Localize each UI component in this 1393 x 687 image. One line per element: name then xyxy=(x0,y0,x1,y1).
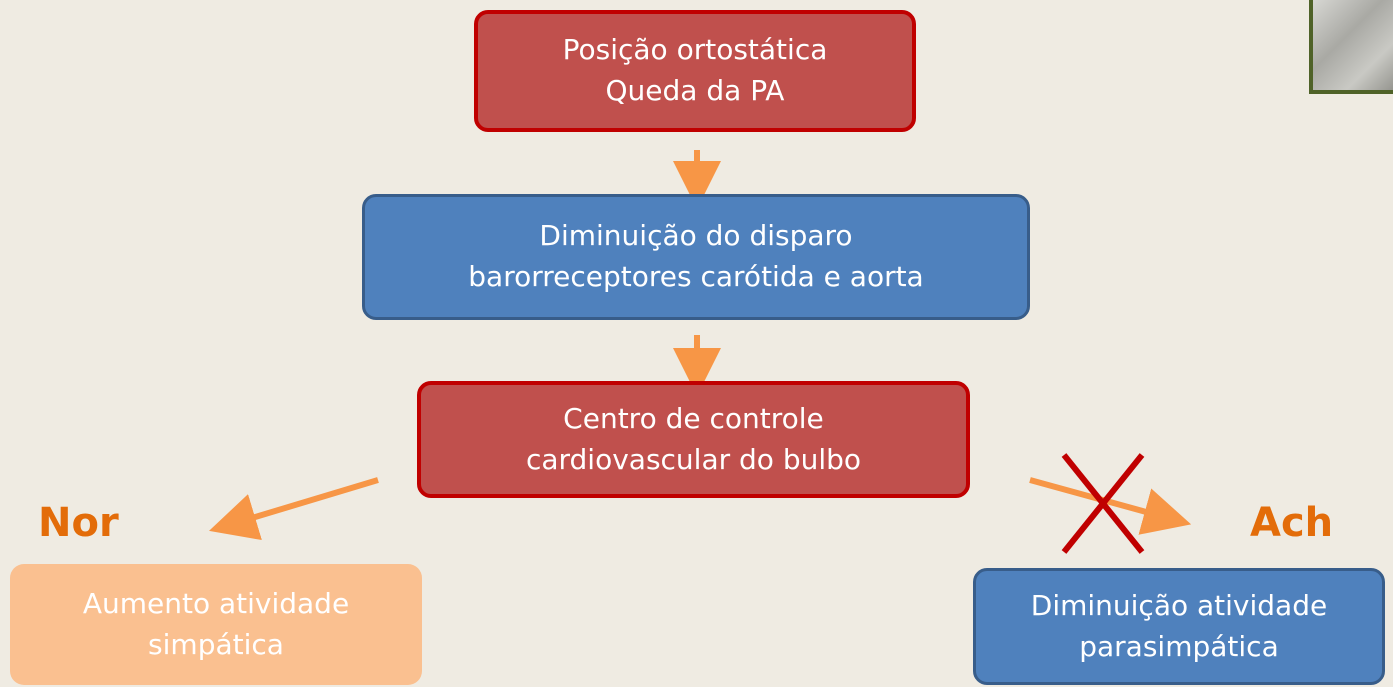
node-line: barorreceptores carótida e aorta xyxy=(468,260,924,293)
arrow-center-to-left xyxy=(209,477,379,541)
node-line: Diminuição atividade xyxy=(1030,588,1328,622)
blocked-cross-icon xyxy=(1061,453,1145,554)
cardiovascular-control-center-node: Centro de controle cardiovascular do bul… xyxy=(417,381,970,498)
node-line: simpática xyxy=(148,627,284,661)
corner-image xyxy=(1309,0,1393,94)
node-line: Centro de controle xyxy=(563,401,824,435)
parasympathetic-activity-node: Diminuição atividade parasimpática xyxy=(973,568,1385,685)
node-line: Diminuição do disparo xyxy=(539,219,853,253)
sympathetic-activity-node: Aumento atividade simpática xyxy=(10,564,422,685)
noradrenaline-label: Nor xyxy=(38,500,119,546)
acetylcholine-label: Ach xyxy=(1250,500,1334,546)
node-line: Posição ortostática xyxy=(562,33,828,67)
orthostatic-position-node: Posição ortostática Queda da PA xyxy=(474,10,916,132)
node-line: Aumento atividade xyxy=(82,586,350,620)
node-line: cardiovascular do bulbo xyxy=(525,442,862,476)
baroreceptor-firing-node: Diminuição do disparo barorreceptores ca… xyxy=(362,194,1030,320)
node-line: parasimpática xyxy=(1079,629,1279,663)
node-line: Queda da PA xyxy=(605,74,785,107)
